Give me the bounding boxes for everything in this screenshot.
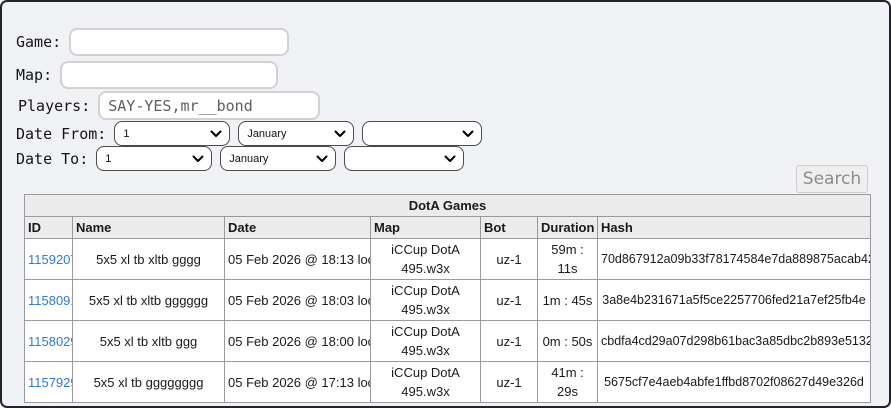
game-duration-cell: 0m : 50s: [537, 320, 598, 362]
date-from-year-select[interactable]: [362, 121, 483, 146]
game-id-cell: 1159207: [24, 238, 73, 280]
table-row: 1158029 5x5 xl tb xltb ggg 05 Feb 2026 @…: [24, 320, 871, 362]
date-to-day-select[interactable]: 1: [96, 146, 213, 171]
game-id-link[interactable]: 1157929: [28, 374, 72, 390]
date-from-day-select[interactable]: 1: [114, 121, 231, 146]
game-map-cell: iCCup DotA 495.w3x: [370, 279, 481, 321]
game-bot-cell: uz-1: [480, 238, 538, 280]
table-header-row: ID Name Date Map Bot Duration Hash: [24, 216, 871, 239]
table-caption: DotA Games: [24, 194, 871, 217]
column-header-bot: Bot: [480, 216, 538, 239]
column-header-date: Date: [224, 216, 371, 239]
players-label: Players:: [18, 96, 91, 115]
table-row: 1159207 5x5 xl tb xltb gggg 05 Feb 2026 …: [24, 238, 871, 280]
game-hash-cell: 5675cf7e4aeb4abfe1ffbd8702f08627d49e326d: [597, 361, 871, 403]
column-header-id: ID: [24, 216, 73, 239]
game-duration-cell: 1m : 45s: [537, 279, 598, 321]
date-to-row: Date To: 1 January: [16, 146, 465, 171]
game-id-cell: 1158091: [24, 279, 73, 321]
game-map-cell: iCCup DotA 495.w3x: [370, 361, 481, 403]
game-name-cell: 5x5 xl tb xltb gggggg: [72, 279, 225, 321]
game-date-cell: 05 Feb 2026 @ 18:00 local: [224, 320, 371, 362]
game-bot-cell: uz-1: [480, 320, 538, 362]
table-row: 1157929 5x5 xl tb gggggggg 05 Feb 2026 @…: [24, 361, 871, 403]
game-name-cell: 5x5 xl tb gggggggg: [72, 361, 225, 403]
game-label: Game:: [16, 33, 62, 51]
game-id-link[interactable]: 1158091: [28, 292, 72, 308]
game-date-cell: 05 Feb 2026 @ 18:03 local: [224, 279, 371, 321]
game-map-cell: iCCup DotA 495.w3x: [370, 238, 481, 280]
date-from-month-select[interactable]: January: [238, 121, 355, 146]
game-hash-cell: 70d867912a09b33f78174584e7da889875acab42: [597, 238, 871, 280]
game-name-cell: 5x5 xl tb xltb ggg: [72, 320, 225, 362]
players-field-row: Players:: [18, 91, 321, 120]
game-hash-cell: cbdfa4cd29a07d298b61bac3a85dbc2b893e5132: [597, 320, 871, 362]
search-button[interactable]: Search: [796, 165, 868, 193]
game-hash-cell: 3a8e4b231671a5f5ce2257706fed21a7ef25fb4e: [597, 279, 871, 321]
map-input[interactable]: [60, 61, 279, 89]
game-field-row: Game:: [16, 28, 290, 56]
game-name-cell: 5x5 xl tb xltb gggg: [72, 238, 225, 280]
game-id-cell: 1157929: [24, 361, 73, 403]
game-duration-cell: 59m : 11s: [537, 238, 598, 280]
game-bot-cell: uz-1: [480, 279, 538, 321]
game-bot-cell: uz-1: [480, 361, 538, 403]
date-from-label: Date From:: [16, 124, 107, 143]
column-header-duration: Duration: [537, 216, 598, 239]
column-header-hash: Hash: [597, 216, 871, 239]
game-input[interactable]: [69, 28, 290, 56]
players-input[interactable]: [98, 91, 321, 120]
game-date-cell: 05 Feb 2026 @ 17:13 local: [224, 361, 371, 403]
game-id-link[interactable]: 1158029: [28, 333, 72, 349]
game-duration-cell: 41m : 29s: [537, 361, 598, 403]
table-row: 1158091 5x5 xl tb xltb gggggg 05 Feb 202…: [24, 279, 871, 321]
game-map-cell: iCCup DotA 495.w3x: [370, 320, 481, 362]
map-label: Map:: [16, 66, 53, 84]
map-field-row: Map:: [16, 61, 279, 89]
column-header-map: Map: [370, 216, 481, 239]
date-to-year-select[interactable]: [344, 146, 465, 171]
game-id-cell: 1158029: [24, 320, 73, 362]
date-from-row: Date From: 1 January: [16, 121, 483, 146]
date-to-month-select[interactable]: January: [220, 146, 337, 171]
column-header-name: Name: [72, 216, 225, 239]
game-id-link[interactable]: 1159207: [28, 251, 72, 267]
table-caption-row: DotA Games: [24, 194, 871, 217]
date-to-label: Date To:: [16, 149, 89, 168]
game-date-cell: 05 Feb 2026 @ 18:13 local: [224, 238, 371, 280]
games-table: DotA Games ID Name Date Map Bot Duration…: [24, 194, 871, 403]
